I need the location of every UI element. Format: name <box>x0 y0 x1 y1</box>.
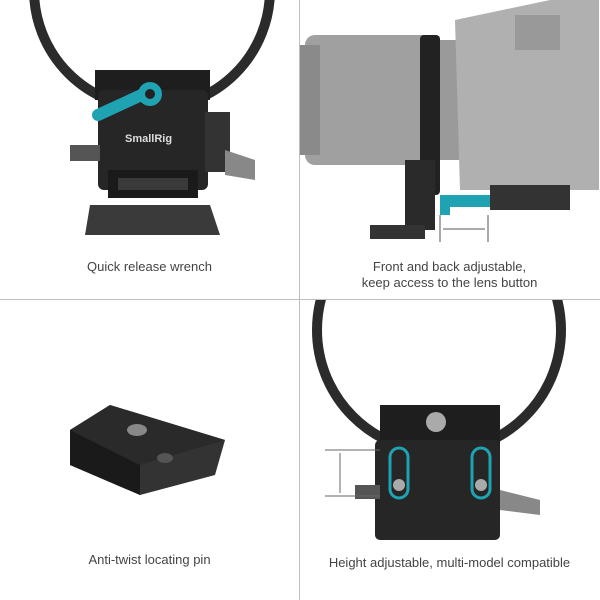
panel-quick-release-wrench: SmallRig Quick release wrench <box>0 0 299 299</box>
vertical-divider <box>299 0 300 600</box>
caption: Anti-twist locating pin <box>88 552 211 567</box>
caption: Quick release wrench <box>87 259 212 274</box>
caption-line-1: Front and back adjustable, <box>372 259 527 274</box>
panel-front-back-adjustable: Front and back adjustable, keep access t… <box>300 0 599 299</box>
camera-lens-illustration <box>300 0 599 242</box>
wrench-illustration <box>29 0 275 235</box>
panel-height-adjustable: Height adjustable, multi-model compatibl… <box>300 300 599 599</box>
height-adjust-illustration <box>312 300 566 540</box>
caption-line-2: keep access to the lens button <box>361 275 538 290</box>
brand-logo: SmallRig <box>125 133 173 145</box>
plate-illustration <box>70 405 225 495</box>
panel-anti-twist-pin: Anti-twist locating pin <box>0 300 299 599</box>
caption: Height adjustable, multi-model compatibl… <box>328 555 571 570</box>
horizontal-divider <box>0 299 600 300</box>
